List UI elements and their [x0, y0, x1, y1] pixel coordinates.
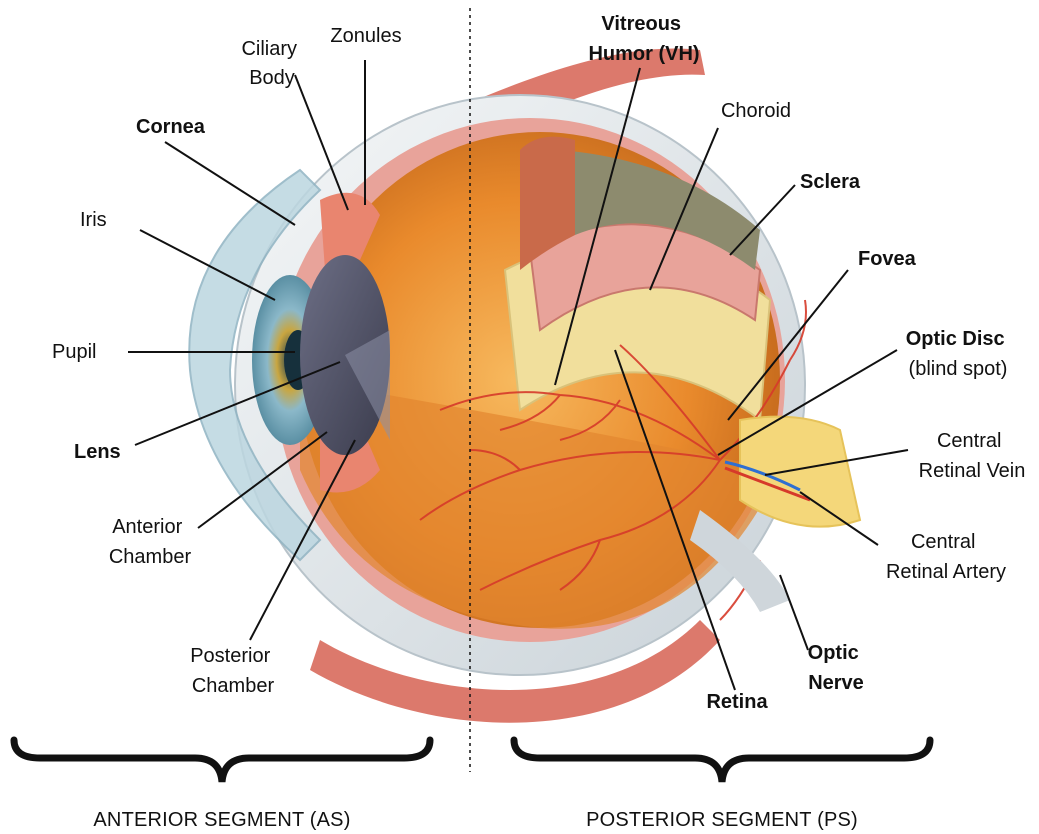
label-iris: Iris	[80, 209, 107, 231]
label-sclera: Sclera	[800, 171, 861, 193]
label-fovea: Fovea	[858, 248, 917, 270]
label-optic-nerve: Optic Nerve	[808, 642, 865, 694]
label-zonules: Zonules	[330, 25, 401, 47]
label-ciliary-body: Ciliary Body	[241, 38, 302, 89]
label-central-retinal-artery: Central Retinal Artery	[886, 531, 1006, 583]
label-posterior-chamber: Posterior Chamber	[190, 645, 276, 697]
label-anterior-chamber: Anterior Chamber	[109, 516, 192, 568]
label-choroid: Choroid	[721, 100, 791, 122]
posterior-brace	[514, 740, 930, 782]
label-optic-disc: Optic Disc (blind spot)	[906, 328, 1010, 380]
label-vitreous-humor: Vitreous Humor (VH)	[588, 13, 699, 65]
label-pupil: Pupil	[52, 341, 96, 363]
label-lens: Lens	[74, 441, 121, 463]
label-central-retinal-vein: Central Retinal Vein	[919, 430, 1026, 482]
label-posterior-segment: POSTERIOR SEGMENT (PS)	[586, 809, 858, 831]
label-anterior-segment: ANTERIOR SEGMENT (AS)	[93, 809, 350, 831]
anterior-brace	[14, 740, 430, 782]
label-retina: Retina	[706, 691, 768, 713]
label-cornea: Cornea	[136, 116, 206, 138]
